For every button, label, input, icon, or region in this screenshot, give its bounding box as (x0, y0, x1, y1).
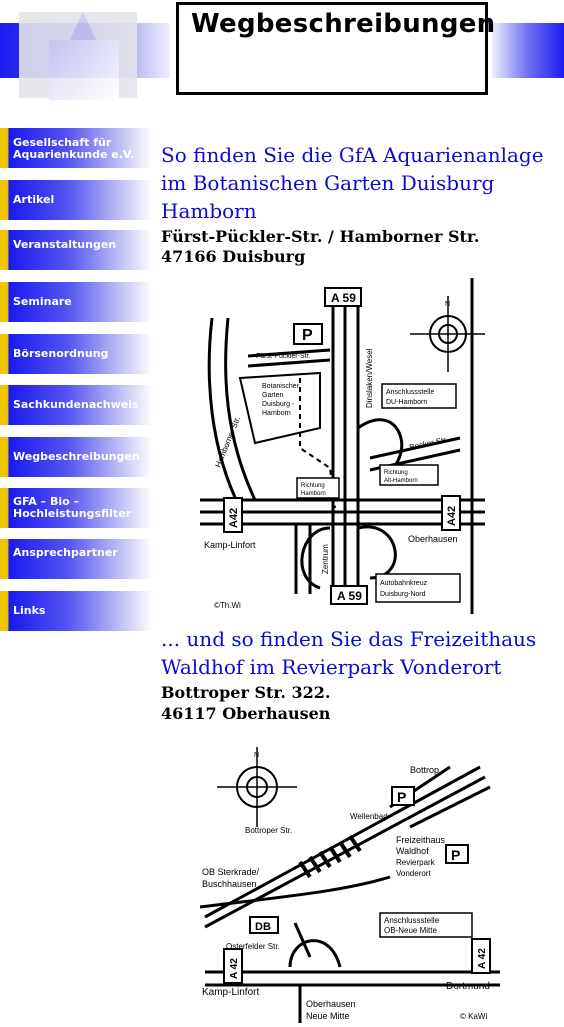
nav-item-ansprechpartner[interactable]: Ansprechpartner (0, 539, 152, 579)
map2-ob1: OB Sterkrade/ (202, 867, 260, 877)
map2-db: DB (255, 921, 271, 933)
map2-oberhausen1: Oberhausen (306, 999, 356, 1009)
map1-garden2: Garten (262, 392, 284, 399)
section1-heading-line2: im Botanischen Garten Duisburg (161, 171, 495, 195)
map2-anschluss1: Anschlussstelle (384, 916, 440, 925)
map1-a42-left: A42 (228, 508, 240, 528)
map2-oberhausen2: Neue Mitte (306, 1011, 350, 1021)
map1-garden4: Hamborn (262, 410, 291, 417)
nav-label: Gesellschaft für Aquarienkunde e.V. (13, 136, 135, 161)
map1-richtung3: Richtung (301, 483, 325, 489)
map2-kamp: Kamp-Linfort (202, 987, 259, 998)
map2-copyright: © KaWi (460, 1012, 487, 1021)
nav-item-seminare[interactable]: Seminare (0, 282, 152, 322)
map1-garden3: Duisburg - (262, 401, 295, 408)
map1-oberhausen: Oberhausen (408, 534, 458, 544)
map2-frei1: Freizeithaus (396, 835, 446, 845)
svg-text:N: N (445, 301, 450, 308)
map1-richtung2: Alt-Hamborn (384, 478, 418, 484)
map2-a42-right: A 42 (477, 948, 488, 969)
nav-item-wegbeschreibungen[interactable]: Wegbeschreibungen (0, 437, 152, 477)
nav-item-artikel[interactable]: Artikel (0, 180, 152, 220)
nav-label: Wegbeschreibungen (13, 450, 140, 463)
map1-a59-top: A 59 (331, 291, 356, 305)
map2-dortmund: Dortmund (446, 981, 490, 992)
nav-label: Veranstaltungen (13, 238, 117, 251)
section1-city: 47166 Duisburg (161, 247, 306, 266)
nav-label: Links (13, 604, 46, 617)
map2-compass-icon: N (217, 747, 297, 827)
map2-wellenbad: Wellenbad (350, 812, 388, 821)
section1-street: Fürst-Pückler-Str. / Hamborner Str. (161, 227, 480, 246)
map1-dinslaken: Dinslaken/Wesel (365, 348, 374, 408)
map1-kreuz1: Autobahnkreuz (380, 580, 428, 587)
map1-kamp: Kamp-Linfort (204, 540, 256, 550)
page-title: Wegbeschreibungen (191, 9, 496, 39)
map2-osterfelder: Osterfelder Str. (226, 942, 280, 951)
map1-parking: P (302, 327, 313, 344)
nav-item-gesellschaft[interactable]: Gesellschaft für Aquarienkunde e.V. (0, 128, 152, 168)
map2-parking1: P (397, 789, 406, 805)
map1-anschluss2: DU-Hamborn (386, 399, 427, 406)
nav-item-bio-filter[interactable]: GFA – Bio – Hochleistungsfilter (0, 488, 152, 528)
map1-fuerst: Fürst-Pückler-Str. (256, 353, 311, 360)
map1-becker: Becker Str. (409, 435, 449, 452)
map2-frei2: Waldhof (396, 846, 429, 856)
section2-street: Bottroper Str. 322. (161, 683, 331, 702)
nav-label: GFA – Bio – Hochleistungsfilter (13, 495, 132, 520)
map1-a59-bottom: A 59 (337, 589, 362, 603)
map2-parking2: P (451, 847, 460, 863)
map1-kreuz2: Duisburg-Nord (380, 591, 426, 598)
map1-garden1: Botanischer (262, 383, 300, 390)
map-duisburg: A 59 A 59 A42 A42 P N Fürst-Pückler-Str.… (200, 278, 486, 614)
map2-anschluss2: OB-Neue Mitte (384, 926, 437, 935)
nav-label: Ansprechpartner (13, 546, 118, 559)
page-title-box: Wegbeschreibungen (176, 2, 495, 95)
map2-frei4: Vonderort (396, 869, 431, 878)
map1-zentrum: Zentrum (321, 544, 330, 574)
header-gradient-right (492, 23, 564, 78)
nav-item-veranstaltungen[interactable]: Veranstaltungen (0, 230, 152, 270)
nav-label: Sachkundenachweis (13, 398, 139, 411)
svg-text:N: N (254, 752, 259, 759)
map1-copyright: ©Th.Wi (214, 601, 241, 610)
map-oberhausen: N Bottrop P Wellenbad Bottroper Str. Fre… (199, 727, 500, 1023)
section2-city: 46117 Oberhausen (161, 704, 331, 723)
section2-heading-line1: ... und so finden Sie das Freizeithaus (161, 627, 537, 651)
section2-heading-line2: Waldhof im Revierpark Vonderort (161, 655, 502, 679)
nav-label: Seminare (13, 295, 72, 308)
section1-heading-line3: Hamborn (161, 199, 257, 223)
map2-bottrop: Bottrop (410, 765, 439, 775)
map1-richtung4: Hamborn (301, 491, 326, 497)
map1-a42-right: A42 (446, 506, 458, 526)
nav-item-sachkundenachweis[interactable]: Sachkundenachweis (0, 385, 152, 425)
nav-label: Artikel (13, 193, 55, 206)
map2-frei3: Revierpark (396, 858, 436, 867)
nav-item-links[interactable]: Links (0, 591, 152, 631)
map1-richtung1: Richtung (384, 470, 408, 476)
map1-anschluss1: Anschlussstelle (386, 389, 434, 396)
nav-item-boersenordnung[interactable]: Börsenordnung (0, 334, 152, 374)
map2-bottroper: Bottroper Str. (245, 826, 292, 835)
map2-ob2: Buschhausen (202, 879, 257, 889)
site-logo (19, 12, 137, 100)
section1-heading-line1: So finden Sie die GfA Aquarienanlage (161, 143, 544, 167)
map2-a42-left: A 42 (229, 958, 240, 979)
nav-label: Börsenordnung (13, 347, 109, 360)
map1-compass-icon: N (410, 296, 486, 372)
